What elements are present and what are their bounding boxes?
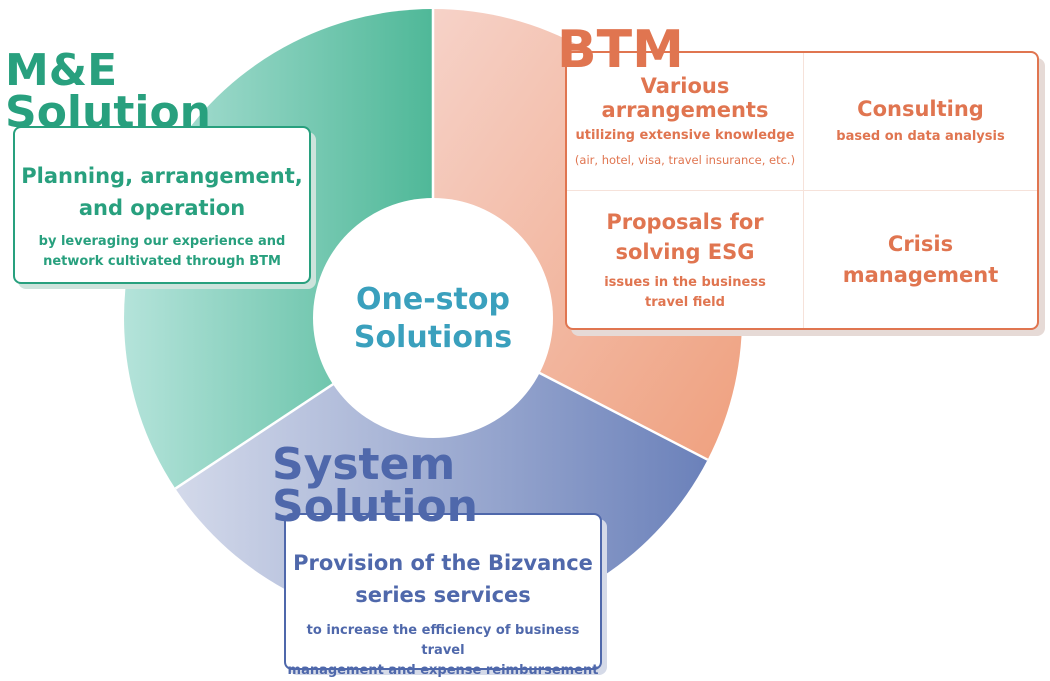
btm-cell-3-heading-line-2: solving ESG [615,239,755,264]
btm-cell-1-heading-line-1: Various [640,73,730,98]
system-sub-line-2: management and expense reimbursement [287,663,599,678]
btm-cell-4-heading-line-1: Crisis [887,231,954,256]
btm-cell-2-heading: Consulting [857,97,984,121]
btm-title: BTM [557,20,684,80]
btm-cell-consulting: Consulting based on data analysis [804,53,1037,191]
system-solution-title: System Solution [272,439,478,532]
system-solution-box: Provision of the Bizvance series service… [284,513,602,678]
me-sub-line-1: by leveraging our experience and [38,234,286,249]
me-title-line-1: M&E [5,45,118,96]
system-subtext: to increase the efficiency of business t… [286,621,600,681]
btm-box: Various arrangements utilizing extensive… [565,51,1039,330]
btm-cell-3-sub-line-1: issues in the business [604,274,766,290]
btm-cell-4-heading-line-2: management [842,262,999,287]
system-heading-line-1: Provision of the Bizvance [293,551,593,575]
btm-cell-various-arrangements: Various arrangements utilizing extensive… [567,53,804,191]
me-sub-line-2: network cultivated through BTM [43,254,281,269]
me-solution-box: Planning, arrangement, and operation by … [13,126,311,284]
btm-cell-1-heading-line-2: arrangements [601,97,769,122]
hub-circle [313,198,553,438]
btm-cell-2-subtext: based on data analysis [836,129,1005,144]
system-title-line-2: Solution [272,481,478,532]
hub-label: One-stop Solutions [313,229,553,409]
system-sub-line-1: to increase the efficiency of business t… [306,623,580,658]
btm-cell-esg-proposals: Proposals for solving ESG issues in the … [567,191,804,328]
me-title-line-2: Solution [5,87,211,138]
me-subtext: by leveraging our experience and network… [15,232,309,272]
me-heading-line-1: Planning, arrangement, [21,164,303,188]
hub-line-1: One-stop [356,282,510,317]
btm-cell-crisis-management: Crisis management [804,191,1037,328]
me-heading-line-2: and operation [78,196,246,220]
system-heading-line-2: series services [355,583,531,607]
btm-cell-3-heading-line-1: Proposals for [606,209,764,234]
system-title-line-1: System [272,439,456,490]
hub-line-2: Solutions [353,320,513,355]
btm-cell-3-sub-line-2: travel field [645,294,725,310]
btm-cell-1-note: (air, hotel, visa, travel insurance, etc… [574,152,796,167]
btm-cell-1-subtext: utilizing extensive knowledge [575,127,795,143]
me-solution-title: M&E Solution [5,45,211,138]
